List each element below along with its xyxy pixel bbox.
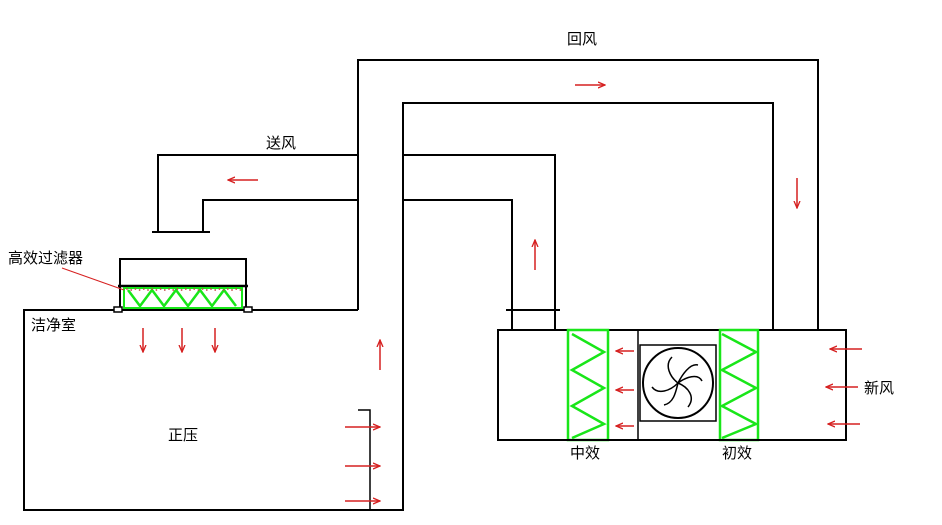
hepa-dot: [197, 289, 200, 291]
hepa-dot: [184, 288, 187, 290]
hepa-dot: [210, 288, 212, 290]
hepa-dot: [163, 289, 166, 291]
hepa-dot: [130, 289, 133, 291]
hepa-dot: [155, 289, 158, 291]
hepa-dot: [168, 288, 170, 290]
hepa-dot: [172, 289, 175, 291]
hepa-dot: [176, 288, 179, 290]
hepa-dot: [226, 288, 229, 290]
hepa-dot: [180, 289, 183, 291]
supply-air-label: 送风: [266, 134, 297, 152]
hepa-dot: [147, 289, 149, 291]
hepa-dot: [239, 289, 242, 291]
hepa-dot: [126, 288, 128, 290]
hepa-dot: [201, 288, 204, 290]
hepa-dot: [138, 289, 141, 291]
hepa-dot: [159, 288, 162, 290]
hepa-filter-label: 高效过滤器: [8, 249, 84, 267]
return-air-duct: [357, 59, 819, 510]
medium-filter-label: 中效: [570, 444, 601, 462]
cleanroom-box: [23, 200, 404, 511]
hepa-filter-box: [61, 258, 253, 313]
fresh-air-label: 新风: [864, 379, 895, 397]
primary-filter-label: 初效: [722, 444, 753, 462]
hepa-dot: [214, 289, 217, 291]
air-handling-unit: [497, 328, 847, 442]
supply-air-duct: [152, 154, 560, 330]
hepa-dot: [235, 288, 238, 290]
hepa-dot: [189, 289, 191, 291]
hepa-dot: [218, 288, 221, 290]
hepa-dot: [142, 288, 145, 290]
hepa-dot: [151, 288, 154, 290]
hepa-dot: [222, 289, 225, 291]
return-air-label: 回风: [567, 30, 598, 48]
hepa-dot: [205, 289, 208, 291]
fan-icon: [651, 356, 703, 408]
positive-pressure-label: 正压: [168, 426, 199, 444]
hepa-dot: [134, 288, 137, 290]
hepa-dot: [193, 288, 196, 290]
airflow-arrows: [143, 85, 862, 501]
hepa-filter-media: [126, 288, 242, 291]
hepa-dot: [231, 289, 233, 291]
cleanroom-label: 洁净室: [31, 316, 77, 334]
